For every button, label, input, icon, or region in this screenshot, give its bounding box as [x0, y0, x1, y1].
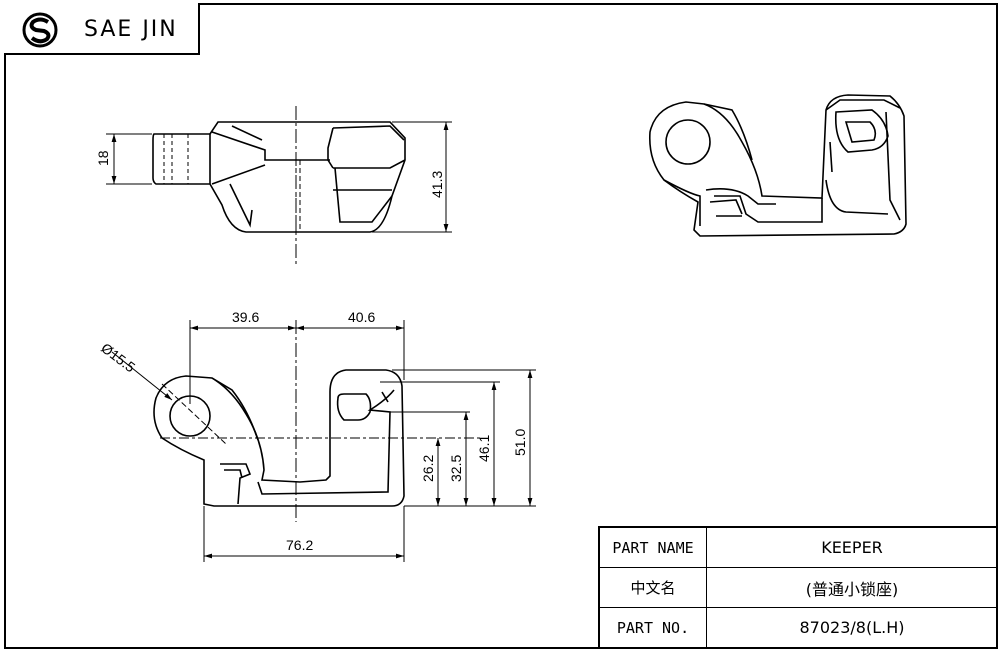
front-view [152, 121, 406, 233]
dim-41-3-label: 41.3 [429, 171, 445, 198]
chinese-name-label: 中文名 [600, 568, 707, 607]
dim-51-0-label: 51.0 [512, 429, 528, 456]
dim-18 [106, 133, 152, 185]
dim-41-3 [372, 121, 452, 233]
dim-18-label: 18 [95, 150, 111, 166]
part-no-value: 87023/8(L.H) [799, 618, 905, 637]
chinese-name-value: (普通小锁座) [805, 579, 899, 599]
dim-39-6-label: 39.6 [232, 309, 259, 325]
dim-right-stack [380, 369, 536, 507]
dim-39-6 [189, 320, 296, 404]
part-no-label: PART NO. [600, 608, 707, 647]
sj-logo-icon [22, 12, 58, 48]
isometric-view [648, 94, 907, 237]
dim-76-2 [203, 506, 405, 562]
brand-box: SAE JIN [4, 3, 200, 55]
row-part-no: PART NO. 87023/8(L.H) [600, 608, 996, 647]
title-block: PART NAME KEEPER 中文名 (普通小锁座) PART NO. 87… [598, 526, 996, 647]
dia-leader [111, 351, 173, 401]
dim-76-2-label: 76.2 [286, 537, 313, 553]
drawing-frame [4, 3, 998, 649]
brand-name: SAE JIN [84, 17, 178, 42]
part-name-label: PART NAME [600, 528, 707, 567]
dim-dia-15-5-label: Ø15.5 [98, 340, 138, 376]
part-name-value: KEEPER [821, 538, 883, 557]
dim-26-2-label: 26.2 [420, 455, 436, 482]
dim-32-5-label: 32.5 [448, 455, 464, 482]
row-chinese-name: 中文名 (普通小锁座) [600, 568, 996, 608]
dim-46-1-label: 46.1 [476, 435, 492, 462]
row-part-name: PART NAME KEEPER [600, 528, 996, 568]
dim-40-6-label: 40.6 [348, 309, 375, 325]
